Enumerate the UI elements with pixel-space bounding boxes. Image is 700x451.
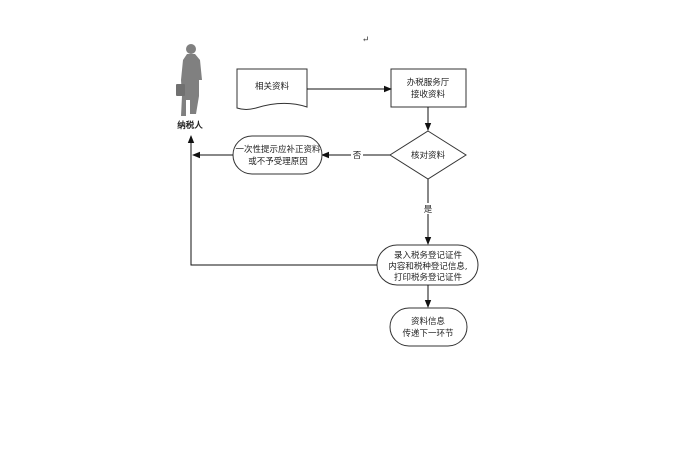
edge-no-label: 否 [353,151,362,161]
node-transfer-line2: 传递下一环节 [402,328,454,339]
node-receive-line2: 接收资料 [411,89,446,100]
node-related-documents-label: 相关资料 [255,81,290,92]
node-notify-line2: 或不予受理原因 [248,156,308,167]
edge-yes-label: 是 [424,205,433,215]
edge-input-to-taxpayer [187,135,377,266]
edge-no-label-bg [351,149,363,160]
node-transfer-line1: 资料信息 [411,316,446,327]
node-input-registration: 录入税务登记证件 内容和税种登记信息, 打印税务登记证件 [376,244,479,286]
node-receive-documents: 办税服务厅 接收资料 [390,68,467,108]
node-transfer-next: 资料信息 传递下一环节 [389,307,468,347]
taxpayer-label: 纳税人 [177,120,203,131]
node-notify-supplement: 一次性提示应补正资料 或不予受理原因 [232,135,323,175]
paragraph-mark: ↵ [362,35,369,45]
node-verify-documents: 核对资料 [389,130,467,180]
node-related-documents: 相关资料 [236,68,308,110]
node-input-line3: 打印税务登记证件 [394,272,463,283]
node-notify-line1: 一次性提示应补正资料 [235,144,321,155]
node-verify-label: 核对资料 [411,150,446,161]
edge-yes-label-bg [422,203,434,214]
node-input-line1: 录入税务登记证件 [394,250,463,261]
node-input-line2: 内容和税种登记信息, [388,261,467,272]
node-receive-line1: 办税服务厅 [407,77,450,88]
taxpayer-person-icon [176,44,202,116]
